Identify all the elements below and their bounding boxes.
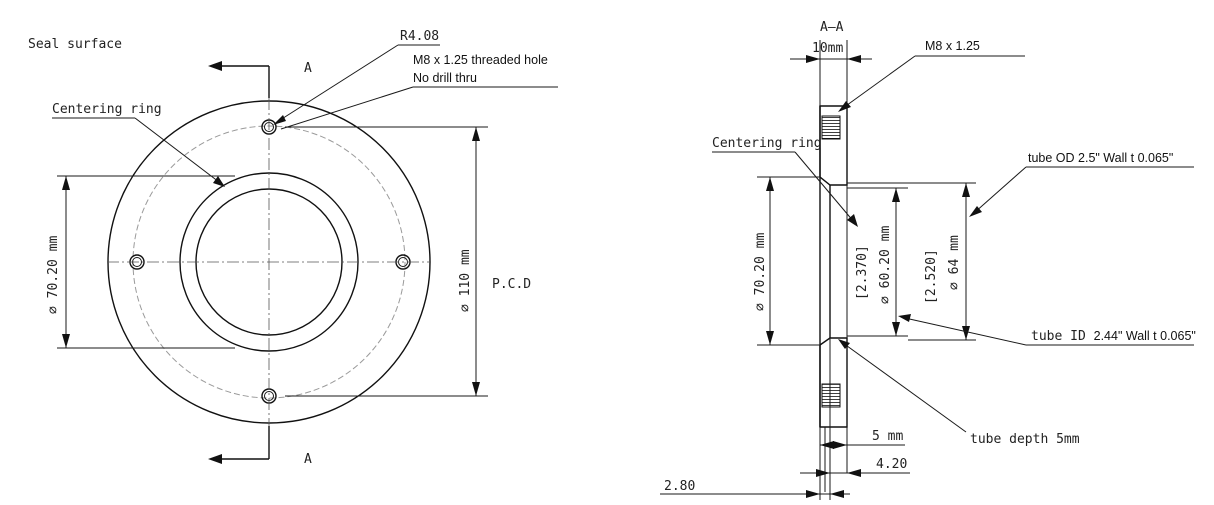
tube-depth-label: tube depth 5mm: [970, 432, 1080, 447]
tube-id-label: tube ID 2.44" Wall t 0.065": [1031, 329, 1196, 344]
dia-6020-label: ∅ 60.20 mm: [878, 226, 893, 304]
tube-od-leader: [973, 166, 1027, 214]
hole-note-2: No drill thru: [413, 71, 477, 85]
dim-280-label: 2.80: [664, 479, 695, 494]
bracket-2520: [2.520]: [924, 249, 939, 304]
radius-leader: [276, 44, 399, 123]
tube-od-label: tube OD 2.5" Wall t 0.065": [1028, 151, 1173, 165]
thread-hole-bottom: [821, 383, 841, 408]
pcd-label: P.C.D: [492, 277, 531, 292]
dim-110-front: [285, 126, 488, 397]
dim-70-front: [57, 175, 235, 349]
tube-id-prefix: tube ID: [1031, 329, 1094, 344]
flange-section-bottom: [819, 337, 848, 428]
dia-70-label-section: ∅ 70.20 mm: [753, 233, 768, 311]
section-view: A—A 10mm M8 x 1.25 Centering ring: [660, 20, 1196, 500]
centering-ring-leader: [134, 117, 220, 183]
thread-label: M8 x 1.25: [925, 39, 980, 53]
dim-70-section: [757, 176, 820, 346]
dia-110-label: ∅ 110 mm: [458, 249, 473, 312]
bolt-holes: [129, 119, 411, 404]
hole-note-1: M8 x 1.25 threaded hole: [413, 53, 548, 67]
bracket-2370: [2.370]: [855, 245, 870, 300]
dim-5mm-label: 5 mm: [872, 429, 903, 444]
seal-surface-label: Seal surface: [28, 37, 122, 52]
dim-64-section: [847, 182, 976, 341]
front-view: Seal surface A A: [28, 29, 558, 467]
thread-hole-top: [821, 115, 841, 140]
radius-label: R4.08: [400, 29, 439, 44]
thickness-label: 10mm: [812, 41, 843, 56]
thread-leader: [842, 55, 916, 109]
centering-ring-leader-section: [794, 151, 855, 223]
dia-70-label-front: ∅ 70.20 mm: [46, 236, 61, 314]
tube-id-value: 2.44" Wall t 0.065": [1094, 329, 1196, 343]
centering-ring-label: Centering ring: [52, 102, 162, 117]
tube-depth-leader: [842, 342, 967, 433]
dia-64-label: ∅ 64 mm: [947, 235, 962, 290]
section-title: A—A: [820, 20, 844, 35]
section-mark-top: A: [304, 61, 312, 76]
dim-60-section: [847, 187, 908, 337]
tube-id-leader: [904, 317, 1027, 346]
section-cut-line: [208, 61, 270, 464]
centering-ring-label-section: Centering ring: [712, 136, 822, 151]
section-mark-bottom: A: [304, 452, 312, 467]
hole-note-leader: [280, 86, 414, 130]
dim-420-label: 4.20: [876, 457, 907, 472]
